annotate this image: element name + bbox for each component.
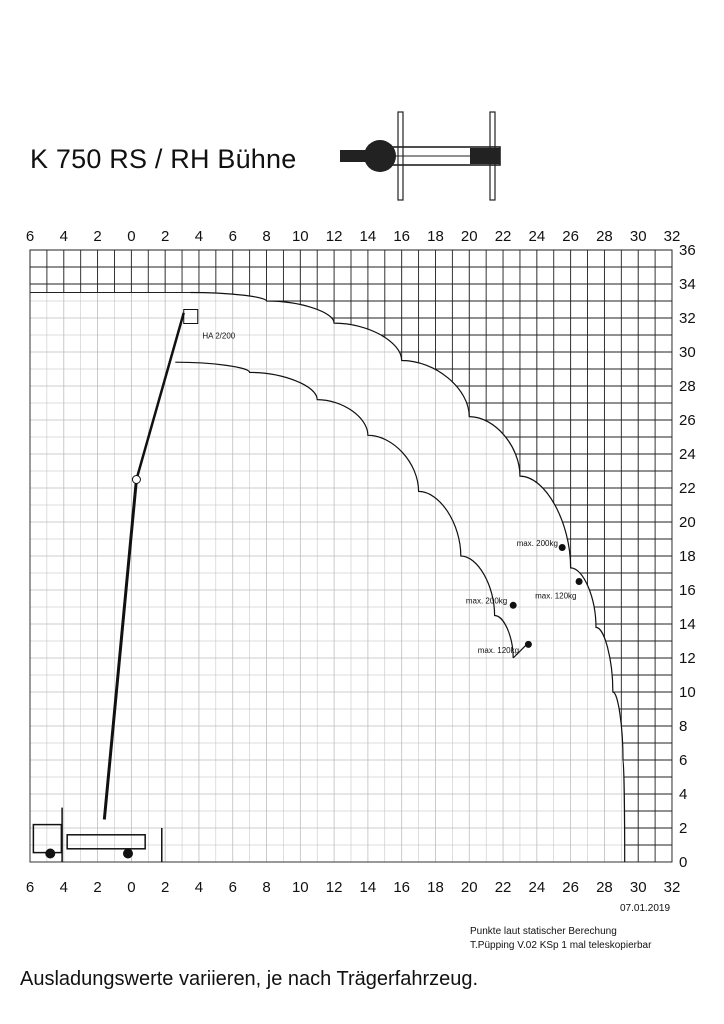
truck-body-icon (66, 834, 146, 850)
x-tick-label-bottom: 20 (461, 879, 478, 896)
x-tick-label-bottom: 14 (360, 879, 377, 896)
x-tick-label-top: 26 (562, 228, 579, 245)
footer-note: Ausladungswerte variieren, je nach Träge… (20, 968, 479, 990)
x-tick-label-bottom: 24 (528, 879, 545, 896)
x-tick-label-top: 18 (427, 228, 444, 245)
x-tick-label-bottom: 6 (26, 879, 34, 896)
y-tick-label: 24 (679, 446, 696, 463)
x-tick-label-top: 28 (596, 228, 613, 245)
x-tick-label-bottom: 32 (664, 879, 681, 896)
vehicle-side-view (32, 309, 199, 862)
annotation-label: max. 200kg (517, 539, 558, 548)
x-tick-label-bottom: 28 (596, 879, 613, 896)
x-tick-label-top: 6 (229, 228, 237, 245)
x-tick-label-top: 16 (393, 228, 410, 245)
x-tick-label-top: 8 (262, 228, 270, 245)
x-tick-label-bottom: 12 (326, 879, 343, 896)
top-band (29, 249, 673, 293)
x-tick-label-bottom: 26 (562, 879, 579, 896)
y-tick-label: 34 (679, 276, 696, 293)
vehicle-top-view-icon (340, 111, 501, 201)
y-tick-label: 4 (679, 786, 687, 803)
x-tick-label-bottom: 16 (393, 879, 410, 896)
x-tick-label-bottom: 10 (292, 879, 309, 896)
y-tick-label: 6 (679, 752, 687, 769)
x-tick-label-top: 2 (93, 228, 101, 245)
calculation-note: Punkte laut statischer Berechung (470, 926, 617, 937)
load-point-marker (575, 578, 583, 585)
basket-icon (183, 309, 199, 324)
x-tick-label-bottom: 2 (161, 879, 169, 896)
outer-range-curve (190, 291, 626, 863)
x-tick-label-top: 4 (60, 228, 68, 245)
annotation-label: HA 2/200 (202, 331, 235, 340)
y-tick-label: 28 (679, 378, 696, 395)
x-tick-label-top: 12 (326, 228, 343, 245)
y-tick-label: 32 (679, 310, 696, 327)
x-tick-label-top: 10 (292, 228, 309, 245)
x-tick-label-bottom: 2 (93, 879, 101, 896)
tick-labels: 6644220022446688101012121414161618182020… (26, 228, 696, 896)
annotations: HA 2/200 max. 200kg max. 120kg max. 200kg ma… (202, 331, 583, 655)
annotation-label: max. 200kg (466, 597, 507, 606)
x-tick-label-top: 4 (195, 228, 203, 245)
calculation-note-author: T.Püpping V.02 KSp 1 mal teleskopierbar (470, 940, 652, 951)
y-tick-label: 20 (679, 514, 696, 531)
y-tick-label: 26 (679, 412, 696, 429)
x-tick-label-bottom: 8 (262, 879, 270, 896)
load-point-marker (524, 640, 532, 648)
x-tick-label-bottom: 4 (195, 879, 203, 896)
load-point-marker (558, 544, 566, 551)
chart-title: K 750 RS / RH Bühne (30, 144, 297, 174)
y-tick-label: 30 (679, 344, 696, 361)
y-tick-label: 18 (679, 548, 696, 565)
load-point-marker (509, 601, 517, 609)
x-tick-label-top: 14 (360, 228, 377, 245)
y-tick-label: 16 (679, 582, 696, 599)
x-tick-label-top: 22 (495, 228, 512, 245)
boom-lower (102, 479, 138, 820)
annotation-label: max. 120kg (478, 646, 519, 655)
date-stamp: 07.01.2019 (620, 903, 671, 914)
boom-upper (135, 312, 185, 480)
inner-curve-end (512, 643, 528, 659)
x-tick-label-bottom: 4 (60, 879, 68, 896)
truck-cab-icon (32, 823, 63, 854)
annotation-label: max. 120kg (535, 592, 576, 601)
y-tick-label: 22 (679, 480, 696, 497)
x-tick-label-bottom: 22 (495, 879, 512, 896)
y-tick-label: 2 (679, 820, 687, 837)
wheel-icon (122, 848, 133, 859)
x-tick-label-bottom: 18 (427, 879, 444, 896)
x-tick-label-bottom: 6 (229, 879, 237, 896)
x-tick-label-top: 2 (161, 228, 169, 245)
boom-joint (131, 475, 141, 484)
wheel-icon (45, 848, 56, 859)
y-tick-label: 0 (679, 854, 687, 871)
inner-range-curve (175, 361, 514, 659)
y-tick-label: 12 (679, 650, 696, 667)
y-tick-label: 14 (679, 616, 696, 633)
grid (29, 249, 673, 863)
y-tick-label: 36 (679, 242, 696, 259)
x-tick-label-top: 32 (664, 228, 681, 245)
x-tick-label-top: 24 (528, 228, 545, 245)
x-tick-label-top: 0 (127, 228, 135, 245)
x-tick-label-top: 30 (630, 228, 647, 245)
y-tick-label: 8 (679, 718, 687, 735)
range-curves (175, 291, 626, 863)
y-tick-label: 10 (679, 684, 696, 701)
x-tick-label-top: 6 (26, 228, 34, 245)
x-tick-label-bottom: 30 (630, 879, 647, 896)
x-tick-label-top: 20 (461, 228, 478, 245)
x-tick-label-bottom: 0 (127, 879, 135, 896)
